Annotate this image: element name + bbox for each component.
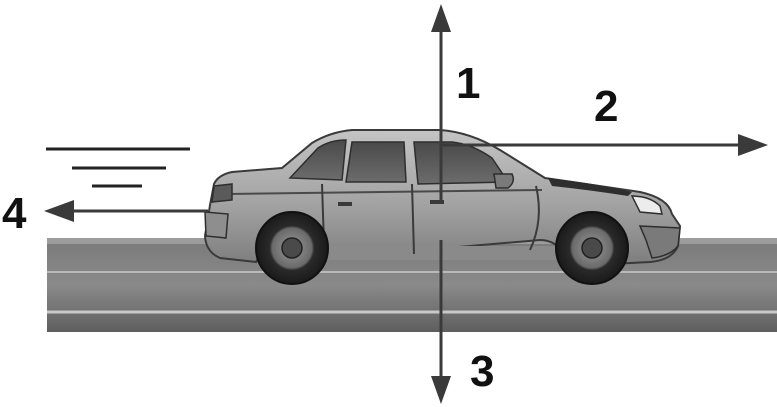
car-beltline — [227, 189, 543, 195]
arrow-4-head — [44, 200, 74, 222]
car-hood-shadow — [548, 178, 632, 196]
label-4: 4 — [2, 189, 27, 238]
label-1: 1 — [456, 59, 480, 108]
speed-lines — [46, 147, 190, 188]
car-rear-door-window — [345, 141, 407, 183]
car-rear-window — [288, 139, 347, 181]
label-2: 2 — [594, 82, 618, 131]
car-side-mirror — [493, 173, 515, 189]
car-tail-light — [211, 183, 233, 203]
arrow-2-head — [738, 134, 768, 156]
car-rear-door-handle — [338, 202, 352, 206]
force-arrows — [44, 4, 768, 404]
car-front-bumper — [638, 225, 681, 259]
arrow-1-head — [431, 4, 451, 32]
car-rear-hub — [281, 237, 303, 259]
arrow-3-head — [431, 376, 451, 404]
car-rear-bumper — [204, 211, 229, 239]
label-3: 3 — [470, 347, 494, 396]
car-rear-wheel — [255, 211, 329, 285]
car-front-hub — [581, 237, 603, 259]
car-front-wheel — [555, 211, 629, 285]
car-headlight — [630, 195, 663, 215]
car-front-door-handle — [430, 200, 444, 204]
car-door-seam-front — [529, 185, 540, 251]
car-door-seam-mid — [411, 183, 415, 255]
